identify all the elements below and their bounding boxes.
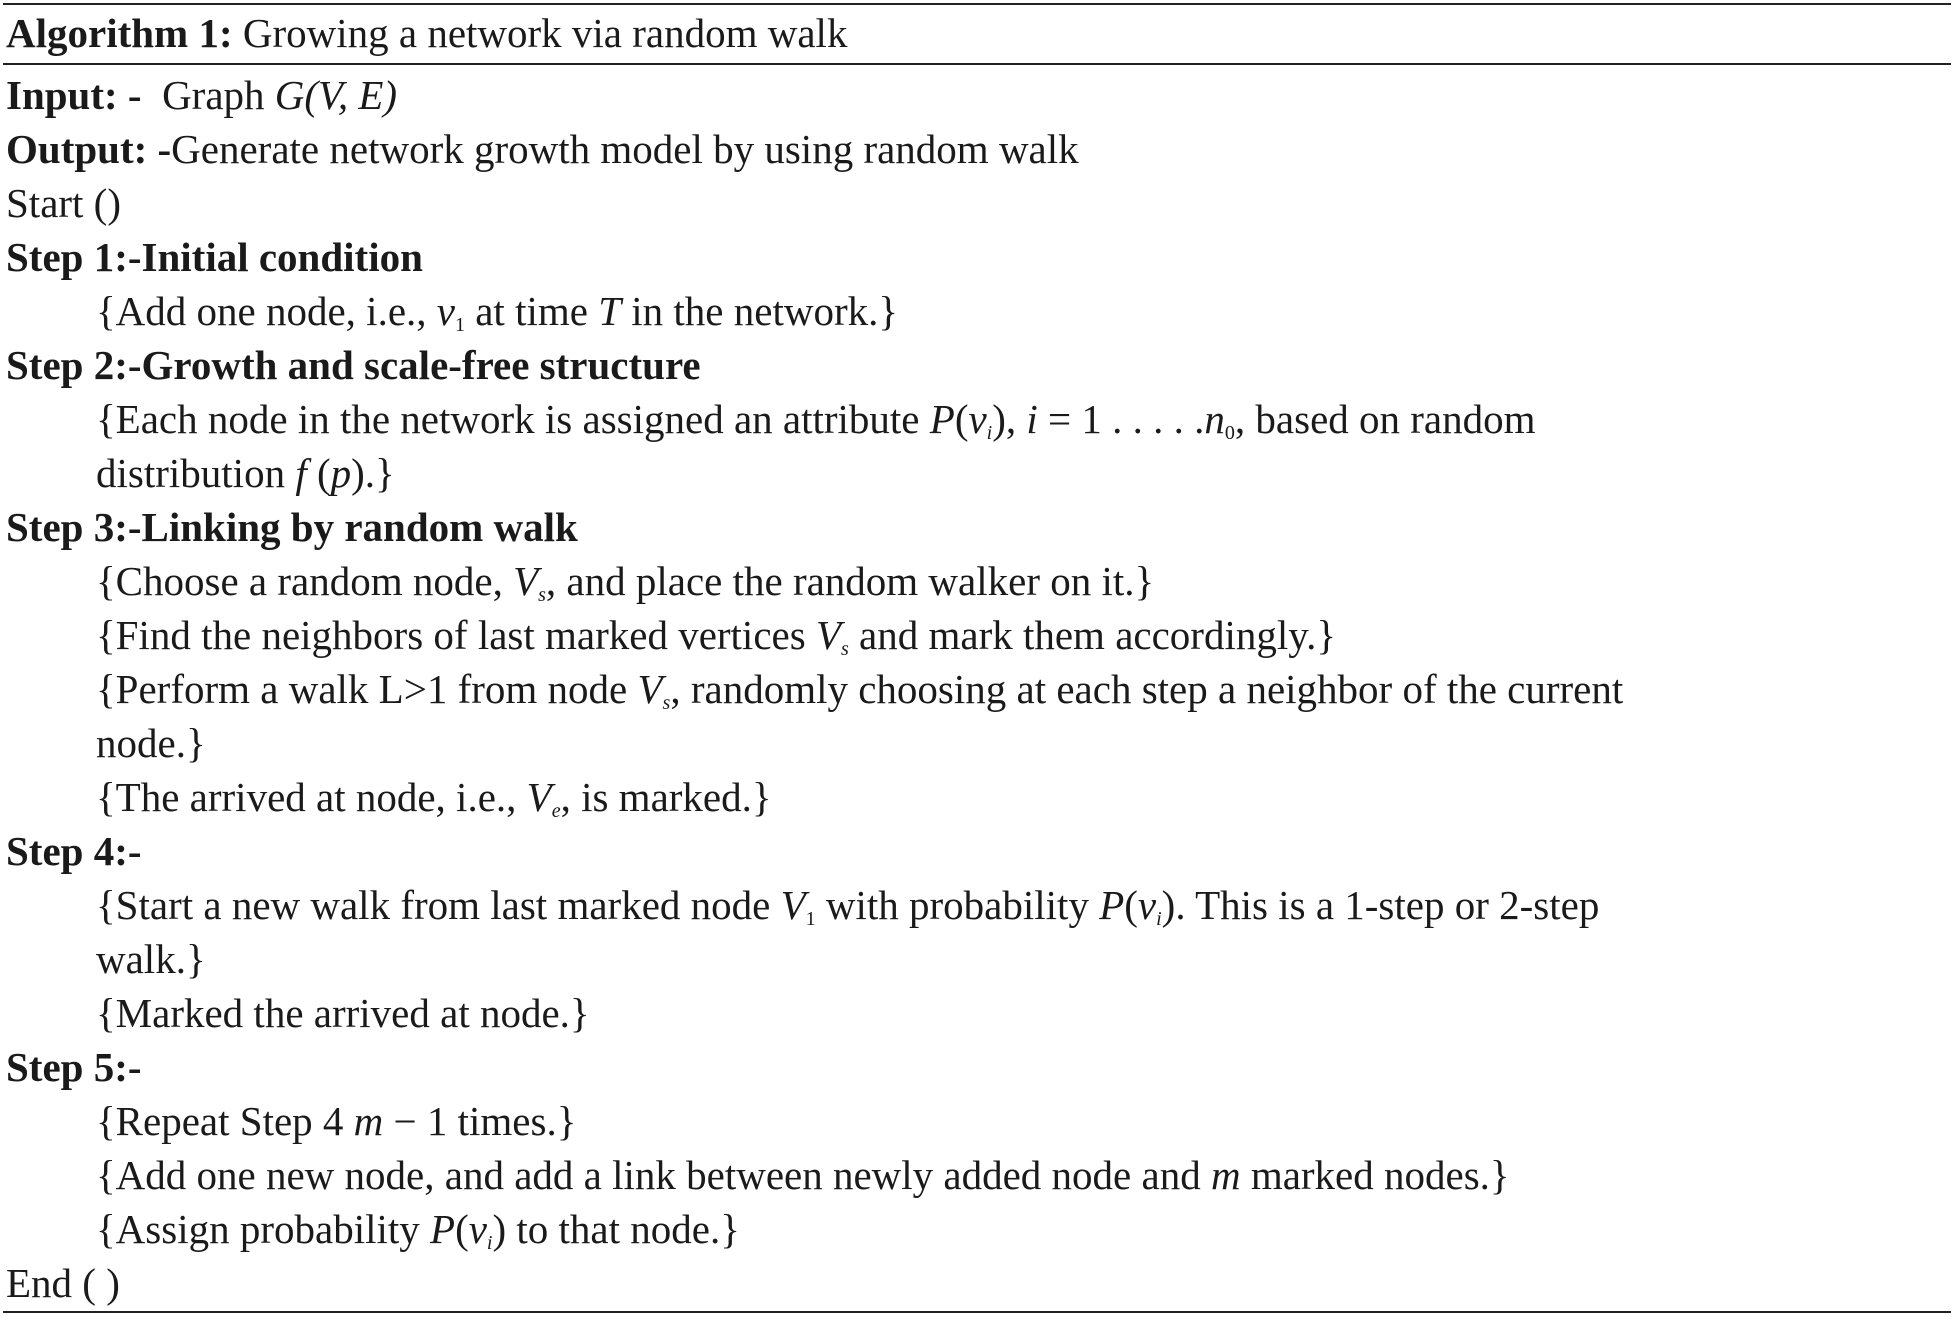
text: {Add one node, i.e., bbox=[96, 288, 437, 334]
output-line: Output: -Generate network growth model b… bbox=[6, 122, 1079, 176]
output-label: Output: - bbox=[6, 126, 172, 172]
step2-line-1: {Each node in the network is assigned an… bbox=[96, 392, 1536, 446]
text: at time bbox=[464, 288, 599, 334]
math-var: v bbox=[1137, 882, 1157, 928]
step3-line-4: node.} bbox=[96, 720, 206, 766]
step3-line-2: {Find the neighbors of last marked verti… bbox=[96, 608, 1336, 662]
algorithm-title-text: Growing a network via random walk bbox=[242, 10, 848, 56]
text: ( bbox=[954, 396, 969, 442]
math-var: i bbox=[1026, 396, 1038, 442]
bottom-rule bbox=[3, 1311, 1951, 1313]
text: ) to that node.} bbox=[492, 1206, 740, 1252]
subscript: i bbox=[486, 1232, 493, 1254]
subscript: 1 bbox=[454, 314, 465, 336]
math-var: P bbox=[1099, 882, 1125, 928]
step4-heading: Step 4:- bbox=[6, 824, 142, 878]
subscript: s bbox=[538, 584, 546, 606]
step2-heading: Step 2:-Growth and scale-free structure bbox=[6, 338, 701, 392]
math-var: P bbox=[430, 1206, 456, 1252]
text: , based on random bbox=[1234, 396, 1536, 442]
text: in the network.} bbox=[621, 288, 899, 334]
subscript: e bbox=[551, 800, 561, 822]
text: ( bbox=[306, 450, 331, 496]
output-text: Generate network growth model by using r… bbox=[171, 126, 1079, 172]
math-var: v bbox=[436, 288, 455, 334]
input-math: G(V, E) bbox=[274, 72, 398, 118]
step1-heading: Step 1:-Initial condition bbox=[6, 230, 423, 284]
subscript: 0 bbox=[1224, 422, 1235, 444]
text: and mark them accordingly.} bbox=[848, 612, 1336, 658]
math-var: V bbox=[637, 666, 663, 712]
math-var: v bbox=[968, 396, 987, 442]
step1-line-1: {Add one node, i.e., v1 at time T in the… bbox=[96, 284, 898, 338]
text: {Assign probability bbox=[96, 1206, 431, 1252]
text: , is marked.} bbox=[560, 774, 772, 820]
step1-heading-text: Step 1:-Initial condition bbox=[6, 234, 423, 280]
text: ). This is a 1-step or 2-step bbox=[1161, 882, 1600, 928]
step3-heading: Step 3:-Linking by random walk bbox=[6, 500, 578, 554]
step2-line-2: distribution f (p).} bbox=[96, 446, 395, 500]
step4-heading-text: Step 4:- bbox=[6, 828, 142, 874]
step5-heading: Step 5:- bbox=[6, 1040, 142, 1094]
step5-line-2: {Add one new node, and add a link betwee… bbox=[96, 1148, 1510, 1202]
text: {Choose a random node, bbox=[96, 558, 514, 604]
math-var: f bbox=[295, 450, 307, 496]
step3-heading-text: Step 3:-Linking by random walk bbox=[6, 504, 578, 550]
input-text: Graph bbox=[141, 72, 275, 118]
text: , randomly choosing at each step a neigh… bbox=[670, 666, 1624, 712]
math-var: m bbox=[353, 1098, 384, 1144]
algorithm-title: Algorithm 1: Growing a network via rando… bbox=[6, 6, 847, 60]
step2-heading-text: Step 2:-Growth and scale-free structure bbox=[6, 342, 701, 388]
step3-line-5: {The arrived at node, i.e., Ve, is marke… bbox=[96, 770, 772, 824]
algorithm-box: Algorithm 1: Growing a network via rando… bbox=[3, 3, 1951, 1313]
input-line: Input: - Graph G(V, E) bbox=[6, 68, 397, 122]
math-var: T bbox=[598, 288, 622, 334]
text: {Start a new walk from last marked node bbox=[96, 882, 781, 928]
math-var: p bbox=[330, 450, 352, 496]
text: = 1 . . . . . bbox=[1037, 396, 1205, 442]
step4-line-3: {Marked the arrived at node.} bbox=[96, 990, 590, 1036]
subscript: s bbox=[662, 692, 671, 714]
subscript: i bbox=[1156, 908, 1162, 930]
text: ( bbox=[1124, 882, 1138, 928]
subscript: i bbox=[986, 422, 993, 444]
text: ( bbox=[455, 1206, 469, 1252]
subscript: 1 bbox=[805, 908, 816, 930]
end-line: End ( ) bbox=[6, 1260, 120, 1306]
step5-heading-text: Step 5:- bbox=[6, 1044, 142, 1090]
step4-line-1: {Start a new walk from last marked node … bbox=[96, 878, 1599, 932]
text: ), bbox=[992, 396, 1027, 442]
math-var: V bbox=[526, 774, 552, 820]
text: ).} bbox=[351, 450, 395, 496]
math-var: P bbox=[929, 396, 955, 442]
step3-line-1: {Choose a random node, Vs, and place the… bbox=[96, 554, 1154, 608]
text: {Each node in the network is assigned an… bbox=[96, 396, 930, 442]
step4-line-2: walk.} bbox=[96, 936, 206, 982]
text: with probability bbox=[815, 882, 1100, 928]
math-var: v bbox=[468, 1206, 487, 1252]
top-rule bbox=[3, 3, 1951, 5]
header-rule bbox=[3, 63, 1951, 65]
math-var: V bbox=[815, 612, 841, 658]
text: {The arrived at node, i.e., bbox=[96, 774, 527, 820]
math-var: V bbox=[513, 558, 539, 604]
text: distribution bbox=[96, 450, 296, 496]
text: {Add one new node, and add a link betwee… bbox=[96, 1152, 1211, 1198]
text: marked nodes.} bbox=[1240, 1152, 1510, 1198]
text: {Find the neighbors of last marked verti… bbox=[96, 612, 816, 658]
algorithm-label: Algorithm 1: bbox=[6, 10, 233, 56]
math-var: m bbox=[1210, 1152, 1241, 1198]
math-var: V bbox=[780, 882, 806, 928]
text: , and place the random walker on it.} bbox=[545, 558, 1155, 604]
subscript: s bbox=[840, 638, 849, 660]
text: {Perform a walk L>1 from node bbox=[96, 666, 638, 712]
start-line: Start () bbox=[6, 180, 121, 226]
text: {Repeat Step 4 bbox=[96, 1098, 354, 1144]
input-label: Input: - bbox=[6, 72, 142, 118]
step3-line-3: {Perform a walk L>1 from node Vs, random… bbox=[96, 662, 1623, 716]
step5-line-1: {Repeat Step 4 m − 1 times.} bbox=[96, 1094, 576, 1148]
step5-line-3: {Assign probability P(vi) to that node.} bbox=[96, 1202, 740, 1256]
math-var: n bbox=[1204, 396, 1225, 442]
text: − 1 times.} bbox=[383, 1098, 577, 1144]
